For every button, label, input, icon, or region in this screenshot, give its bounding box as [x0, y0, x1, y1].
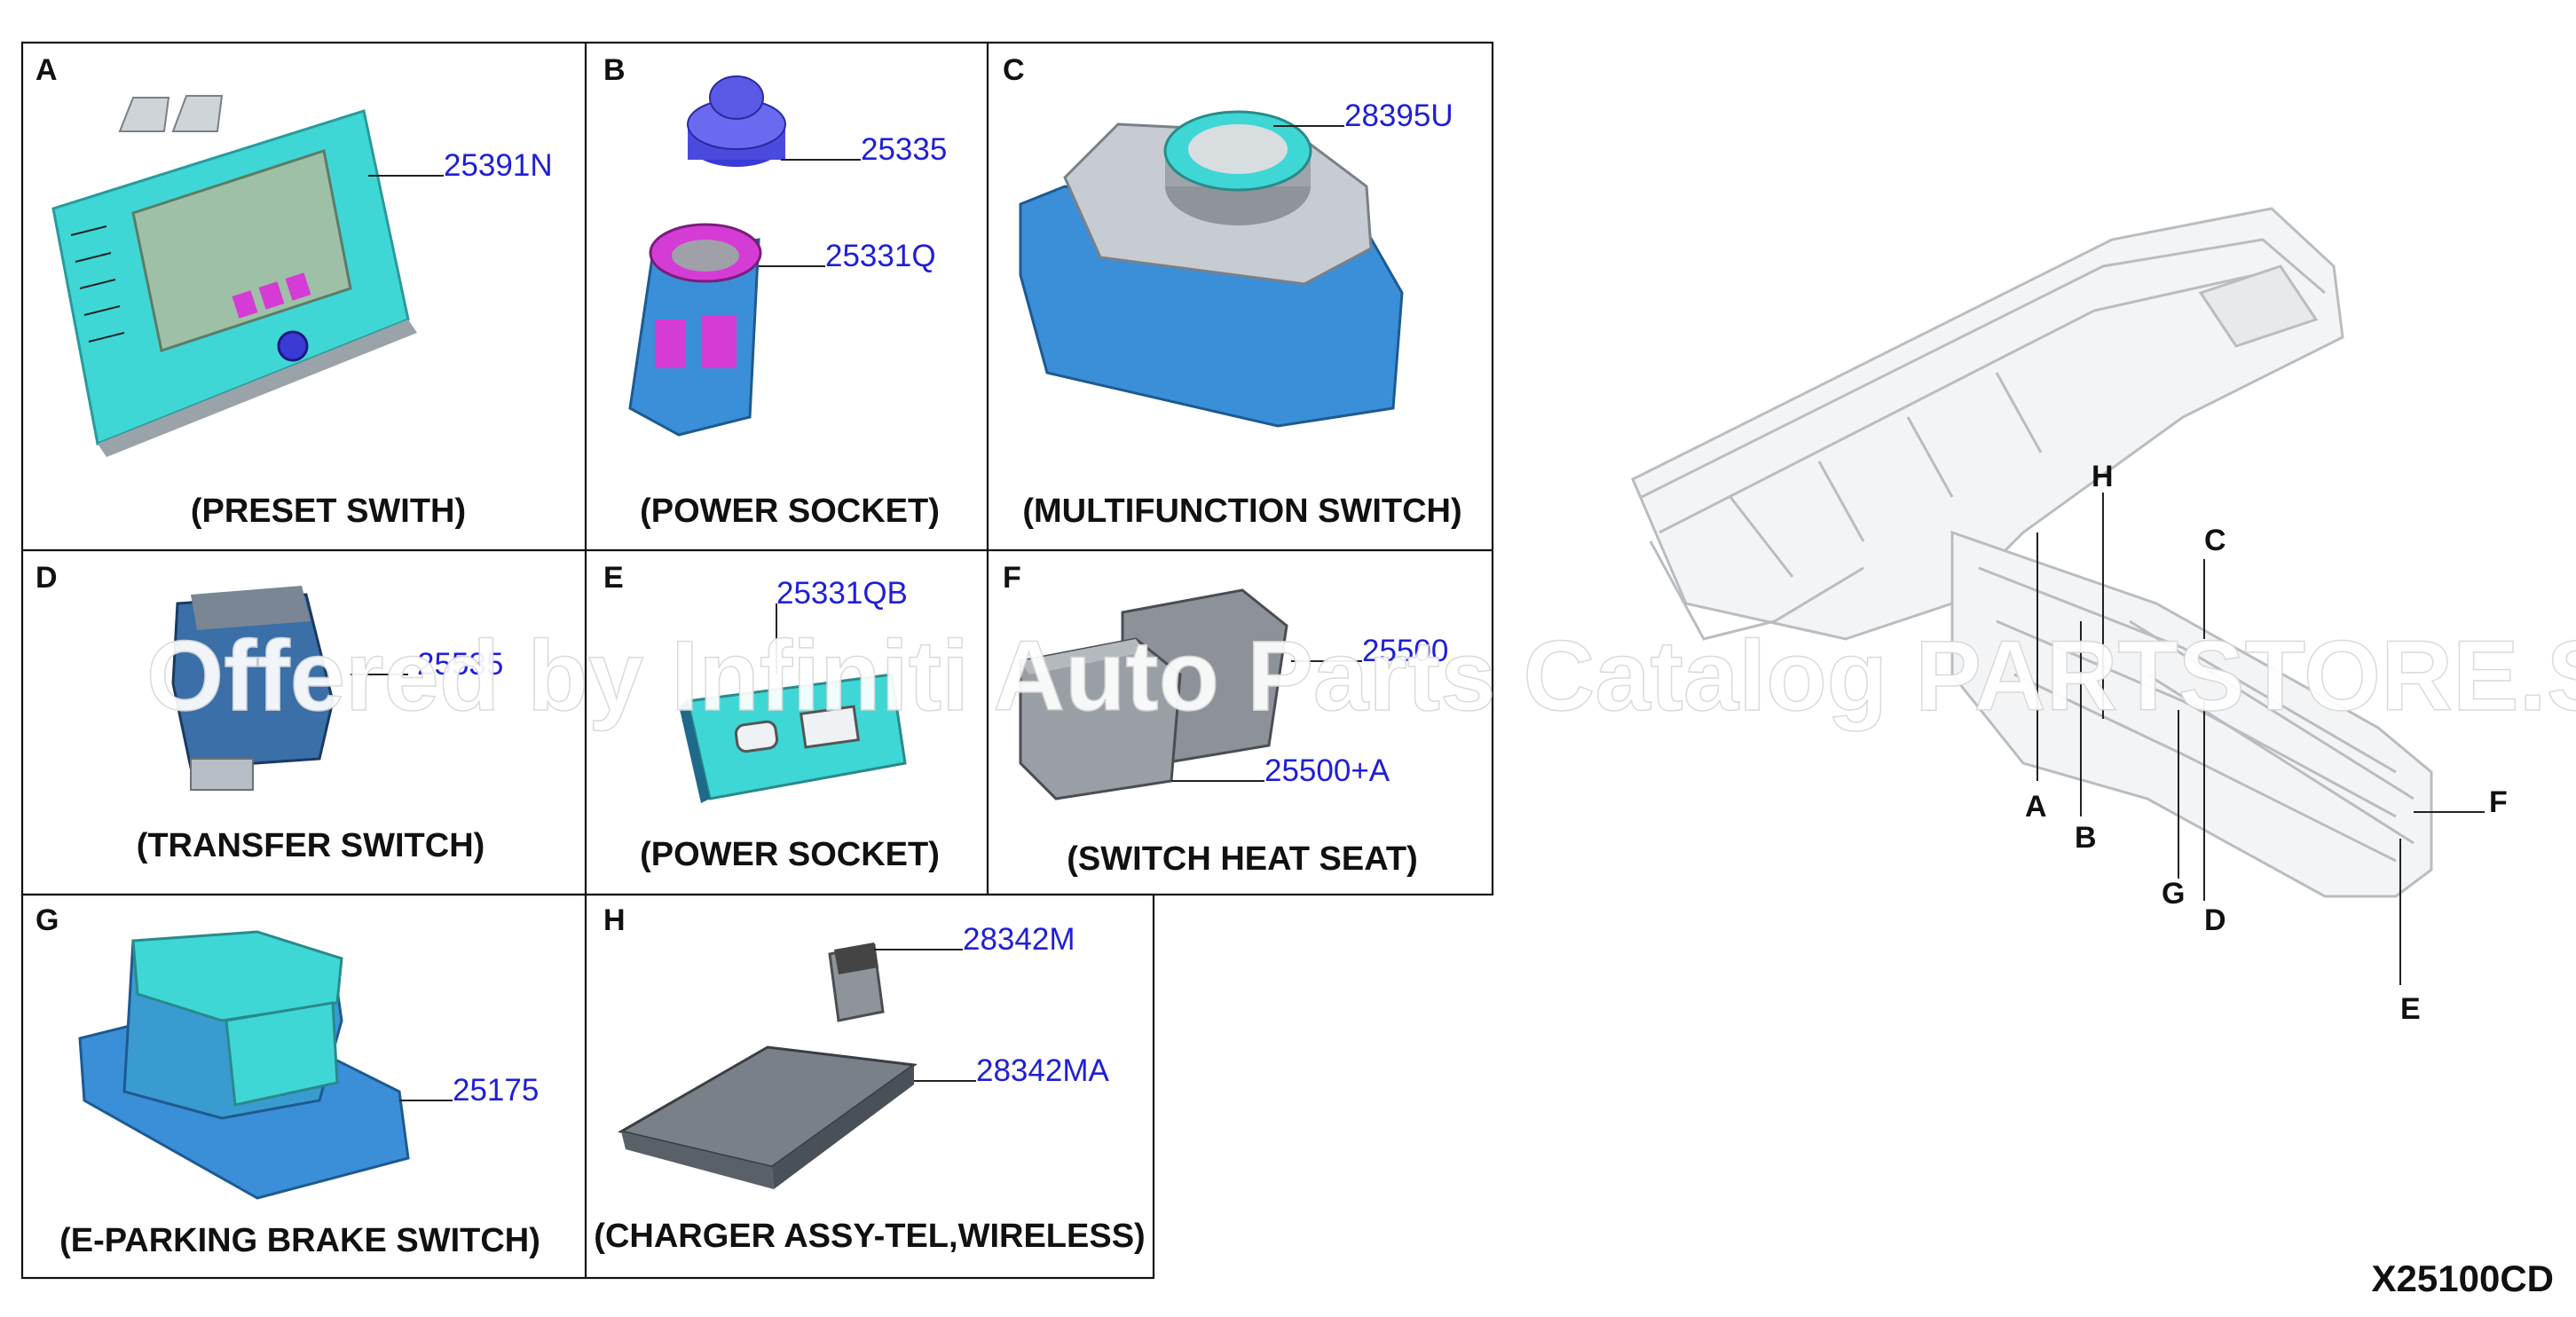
- cell-letter-b: B: [603, 53, 626, 87]
- part-number-28395u: 28395U: [1344, 99, 1453, 133]
- cell-letter-h: H: [603, 903, 626, 937]
- part-number-25535: 25535: [417, 647, 503, 682]
- e-parking-brake-switch-illustration: [78, 930, 410, 1200]
- part-number-25391n: 25391N: [444, 148, 553, 183]
- caption-switch-heat-seat: (SWITCH HEAT SEAT): [1067, 840, 1417, 878]
- cell-d: D 25535 (TRANSFER SWITCH): [35, 561, 503, 864]
- locator-label-d: D: [2204, 903, 2226, 937]
- part-number-25500-a: 25500+A: [1264, 753, 1390, 788]
- part-number-28342m: 28342M: [963, 922, 1075, 957]
- charger-switch-illustration: [828, 942, 885, 1022]
- preset-switch-illustration: [51, 95, 417, 457]
- caption-power-socket-b: (POWER SOCKET): [640, 493, 940, 530]
- cell-g: G 25175 (E-PARKING BRAKE SWITCH): [35, 903, 540, 1259]
- power-socket-cap-illustration: [687, 75, 786, 167]
- locator-label-b: B: [2075, 821, 2097, 855]
- multifunction-switch-illustration: [1019, 110, 1404, 428]
- locator-label-a: A: [2025, 790, 2047, 824]
- part-number-25500: 25500: [1362, 634, 1448, 668]
- transfer-switch-illustration: [171, 586, 335, 791]
- cell-f: F 25500 25500+A (SWITCH HEAT SEAT): [1003, 561, 1448, 878]
- caption-e-parking-brake-switch: (E-PARKING BRAKE SWITCH): [59, 1222, 540, 1259]
- locator-label-c: C: [2204, 524, 2226, 557]
- dashboard-locator: A B C D E F G H: [1631, 207, 2508, 1026]
- dashboard-illustration: [1631, 207, 2433, 898]
- cell-letter-c: C: [1003, 53, 1025, 87]
- caption-charger-assy: (CHARGER ASSY-TEL,WIRELESS): [594, 1218, 1145, 1255]
- caption-transfer-switch: (TRANSFER SWITCH): [137, 827, 485, 864]
- cell-e: E 25331QB (POWER SOCKET): [603, 561, 940, 873]
- cell-letter-a: A: [35, 53, 58, 87]
- locator-label-h: H: [2092, 460, 2114, 493]
- locator-label-g: G: [2162, 877, 2185, 911]
- cell-letter-e: E: [603, 561, 624, 595]
- part-number-25175: 25175: [453, 1073, 539, 1108]
- part-number-28342ma: 28342MA: [976, 1053, 1109, 1088]
- cell-b: B 25335 25331Q (POWER SOCKET): [603, 53, 947, 530]
- cell-h: H 28342M 28342MA (CHARGER ASSY-TEL,WIREL…: [594, 903, 1145, 1255]
- watermark: Offered by Infiniti Auto Parts Catalog P…: [146, 620, 2576, 731]
- caption-preset-switch: (PRESET SWITH): [191, 493, 466, 530]
- cell-letter-g: G: [35, 903, 59, 937]
- caption-power-socket-e: (POWER SOCKET): [640, 836, 940, 873]
- heated-seat-switch-illustration: [1019, 588, 1288, 800]
- parts-grid: [20, 41, 1494, 1280]
- locator-label-e: E: [2400, 992, 2421, 1026]
- part-number-25331qb: 25331QB: [776, 576, 908, 611]
- power-socket-usb-illustration: [679, 673, 907, 803]
- wireless-charger-illustration: [617, 1045, 918, 1189]
- part-number-25331q: 25331Q: [825, 239, 936, 273]
- cell-c: C 28395U (MULTIFUNCTION SWITCH): [1003, 53, 1462, 530]
- cell-letter-d: D: [35, 561, 58, 595]
- power-socket-body-illustration: [628, 223, 762, 437]
- diagram-reference: X25100CD: [2372, 1258, 2554, 1299]
- cell-letter-f: F: [1003, 561, 1021, 595]
- cell-a: A 25391N (PRESET SWITH): [35, 53, 553, 530]
- caption-multifunction-switch: (MULTIFUNCTION SWITCH): [1022, 493, 1461, 530]
- locator-label-f: F: [2489, 785, 2508, 819]
- part-number-25335: 25335: [861, 132, 947, 167]
